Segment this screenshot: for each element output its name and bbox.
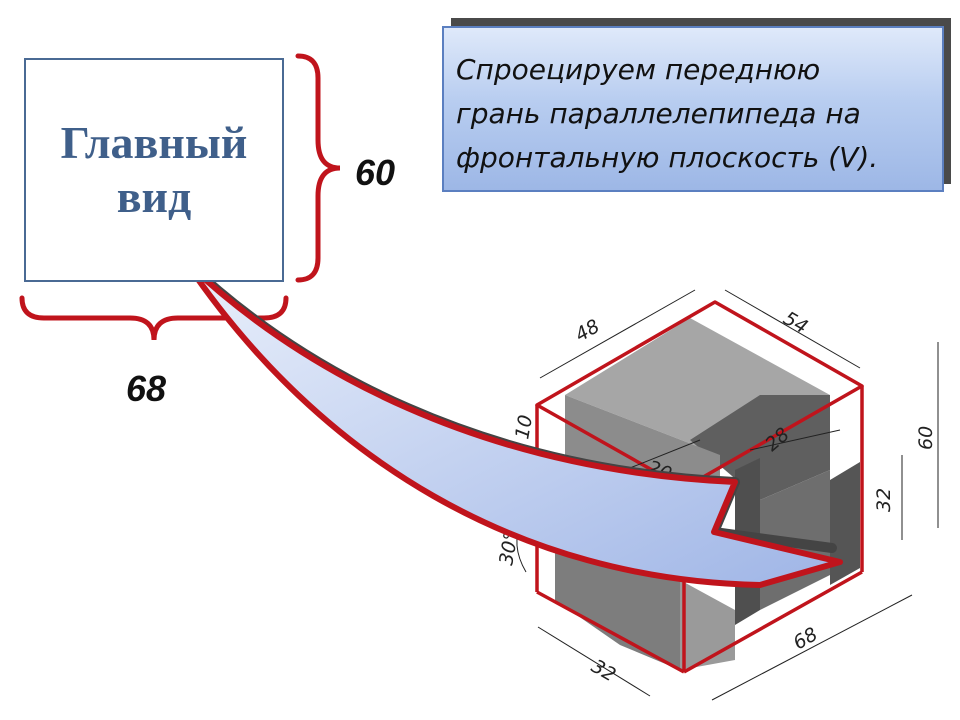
callout-line2: грань параллелепипеда на xyxy=(456,97,861,130)
block-front-lower xyxy=(680,580,735,670)
dim-line-68 xyxy=(711,594,913,701)
callout-line1: Спроецируем переднюю xyxy=(456,53,821,86)
curly-brace-horizontal-icon xyxy=(19,295,289,341)
dim-line-28 xyxy=(749,429,841,451)
label-32-right: 32 xyxy=(873,488,895,512)
dim-line-32-bottom xyxy=(537,626,651,697)
label-48: 48 xyxy=(572,315,604,346)
front-view-title-line1: Главный xyxy=(60,117,248,168)
label-54: 54 xyxy=(780,307,812,338)
frame-bottom-left xyxy=(536,590,685,674)
label-68-bottom: 68 xyxy=(790,623,822,654)
curved-projection-arrow-icon xyxy=(181,257,843,588)
instruction-callout: Спроецируем переднюю грань параллелепипе… xyxy=(442,26,944,192)
dim-line-48 xyxy=(539,289,696,379)
block-step-face xyxy=(830,462,860,585)
dimension-width-label: 68 xyxy=(126,368,167,409)
arrow-body xyxy=(183,259,843,588)
dim-line-54 xyxy=(724,289,861,369)
dim-line-20 xyxy=(624,439,701,471)
label-10: 10 xyxy=(511,413,537,441)
dimension-lines xyxy=(516,289,939,701)
frame-bottom-right xyxy=(683,570,863,674)
callout-line3: фронтальную плоскость (V). xyxy=(456,141,879,174)
front-view-title: Главный вид xyxy=(61,116,248,224)
dimension-height-label: 60 xyxy=(355,152,396,193)
curly-brace-vertical-icon xyxy=(295,53,341,283)
label-60-right: 60 xyxy=(915,426,937,450)
front-view-title-line2: вид xyxy=(116,171,192,222)
front-view-box: Главный вид xyxy=(24,58,284,282)
